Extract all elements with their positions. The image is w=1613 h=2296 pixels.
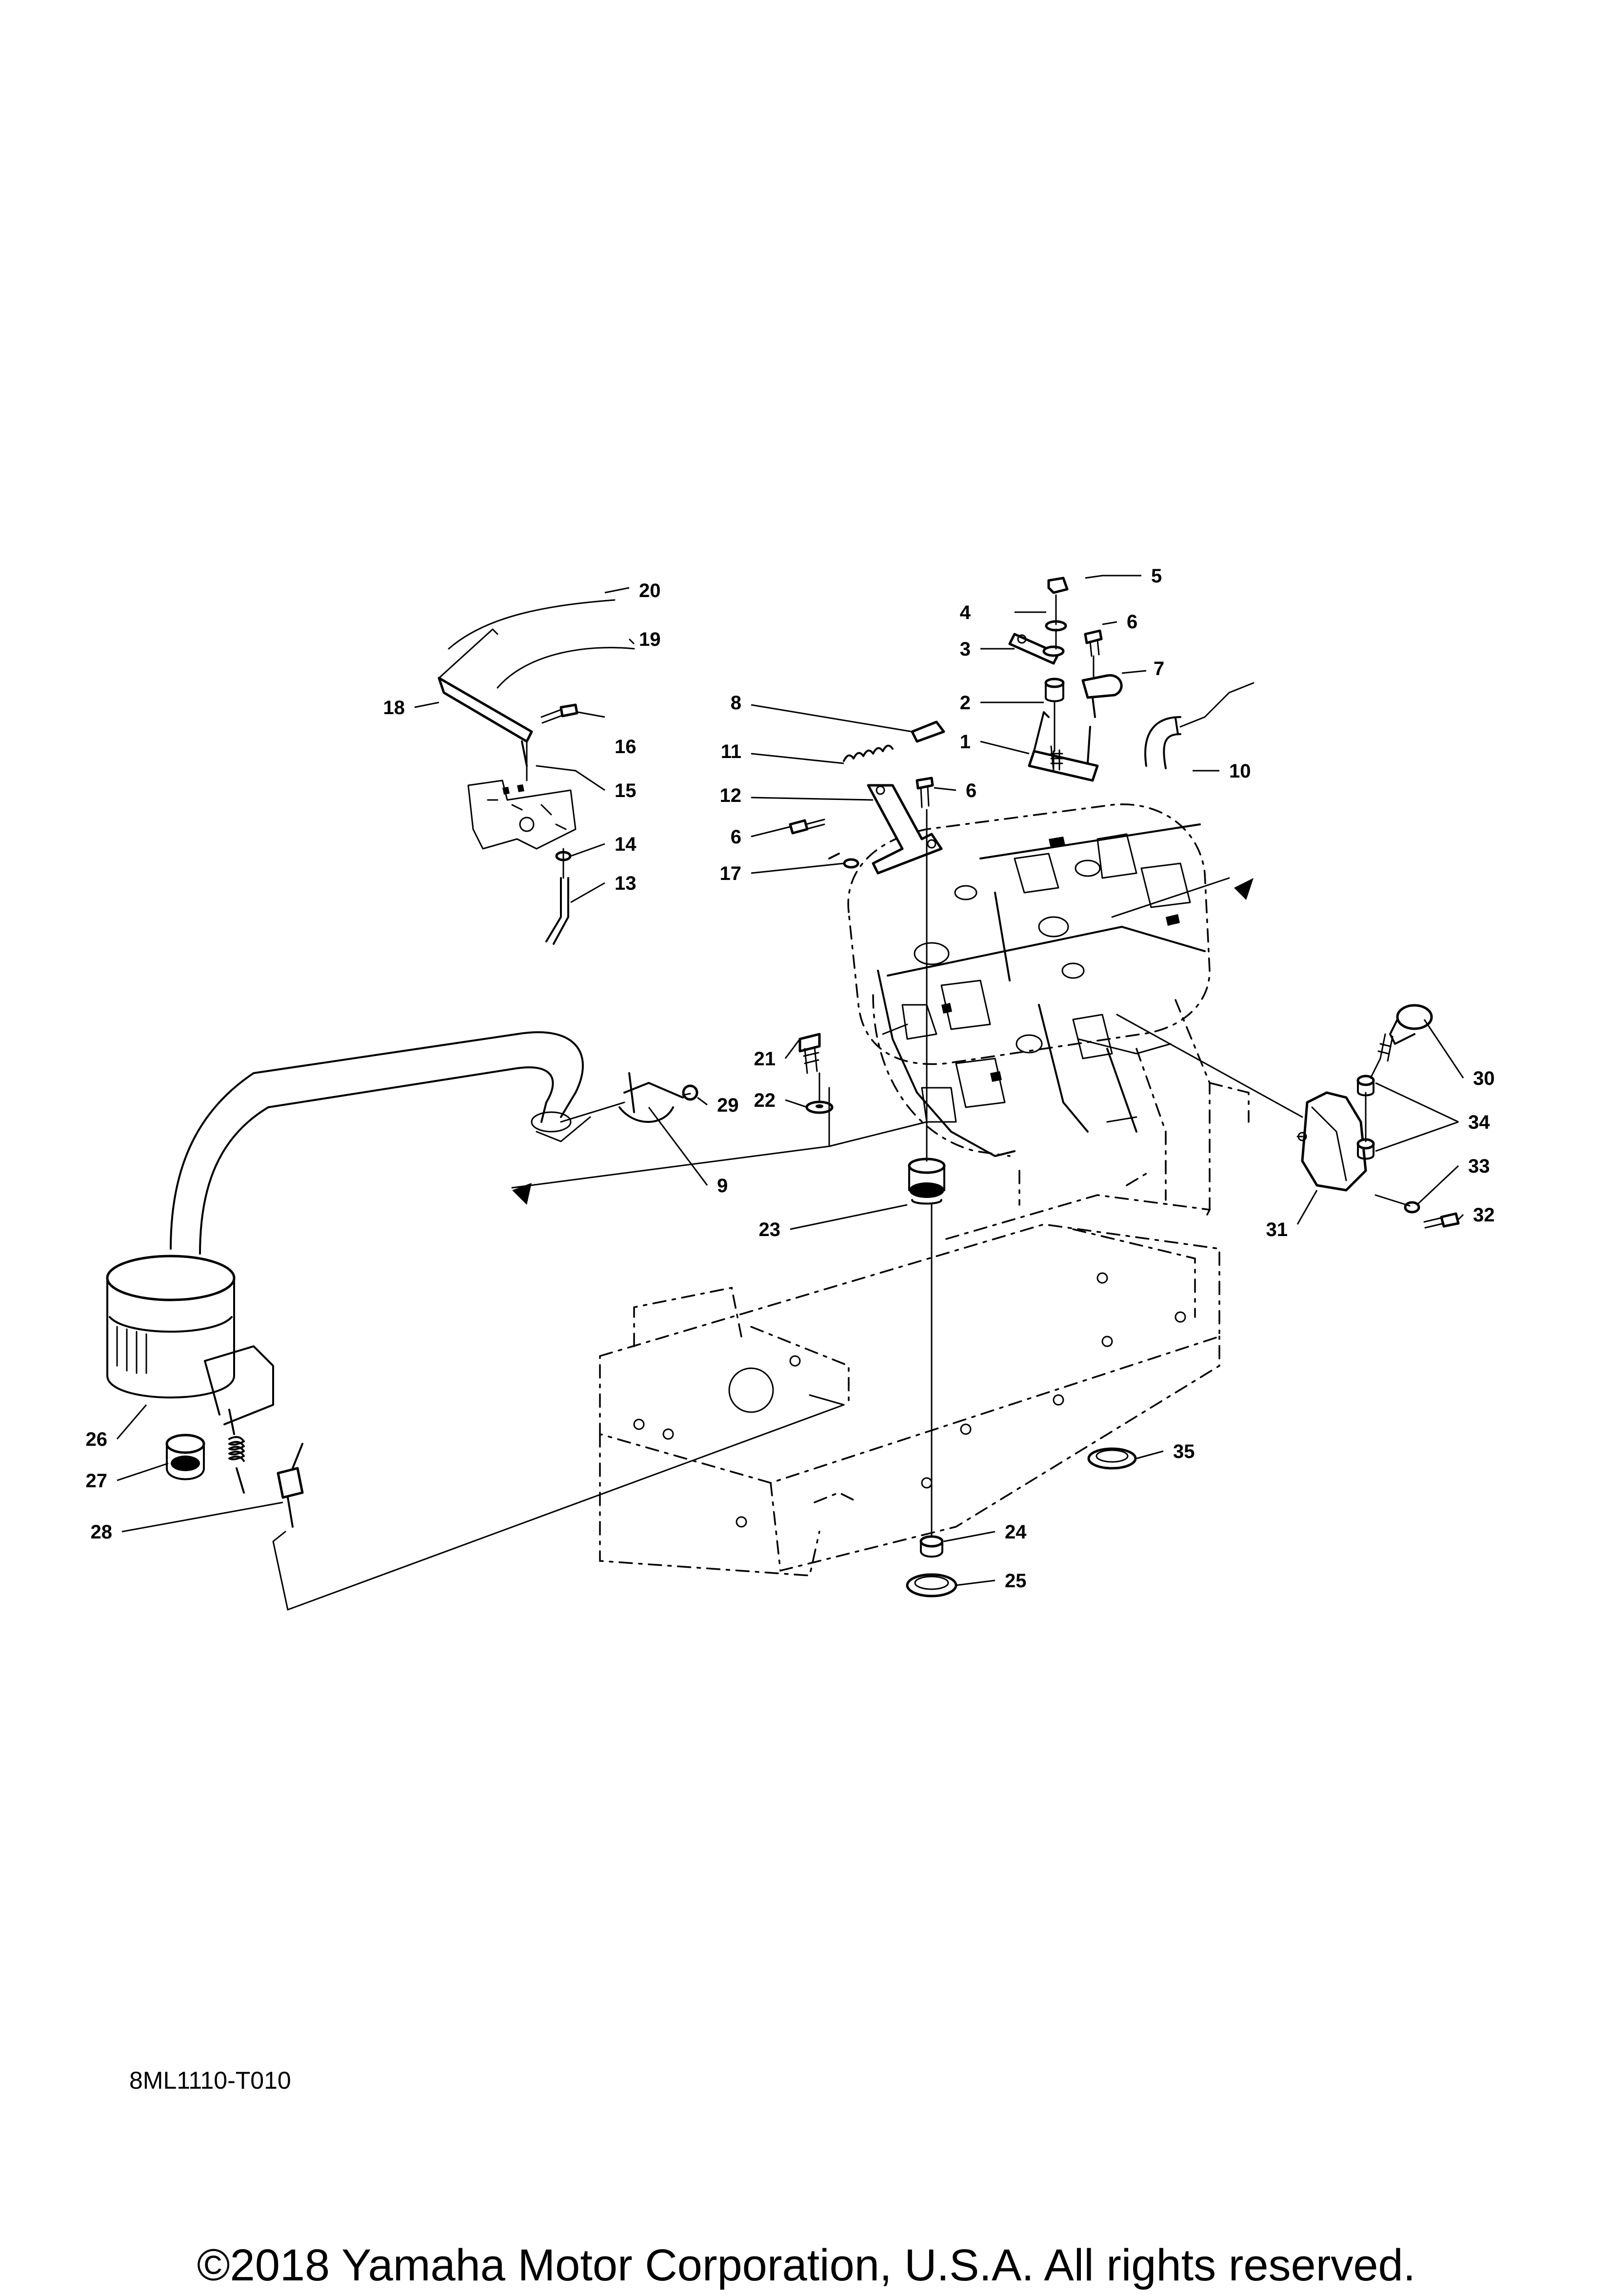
- bolt-6-mid: [916, 777, 934, 808]
- bracket-31: [1297, 1091, 1367, 1192]
- callout-10: 10: [1229, 760, 1251, 782]
- rod-15: [521, 740, 577, 772]
- muffler-mount-rubber: [165, 1434, 205, 1480]
- callout-5: 5: [1151, 565, 1162, 587]
- exhaust-gasket-clamp: [618, 1072, 698, 1123]
- knob-30: [1377, 1004, 1433, 1062]
- washer-33: [1404, 1201, 1420, 1214]
- bracket-12: [867, 784, 943, 875]
- callout-15: 15: [615, 780, 637, 801]
- bolt-16: [540, 703, 578, 724]
- spring-bracket: [277, 1443, 304, 1528]
- exhaust-spring: [228, 1409, 245, 1494]
- cable-19: [497, 647, 635, 689]
- link-rod-13: [545, 877, 569, 945]
- diagram-code: 8ML1110-T010: [129, 2067, 291, 2094]
- callout-30: 30: [1473, 1068, 1495, 1089]
- bracket-1: [1028, 711, 1099, 782]
- mount-bolt-21: [798, 1033, 821, 1074]
- callout-26: 26: [86, 1429, 108, 1450]
- cable-end-8: [911, 720, 945, 743]
- callout-21: 21: [754, 1048, 776, 1070]
- washer-17: [828, 853, 859, 869]
- callout-33: 33: [1468, 1156, 1490, 1177]
- callout-7: 7: [1154, 658, 1164, 679]
- callout-25: 25: [1005, 1570, 1027, 1592]
- spring-11: [843, 744, 894, 762]
- callout-6-mid: 6: [966, 780, 976, 801]
- callout-28: 28: [91, 1521, 113, 1543]
- callout-24: 24: [1005, 1521, 1027, 1543]
- callout-6-left: 6: [731, 826, 741, 848]
- callout-2: 2: [960, 692, 971, 714]
- nut-5: [1047, 577, 1069, 594]
- exhaust-pipe: [170, 1031, 591, 1255]
- breather-hose: [1144, 716, 1181, 769]
- callout-8: 8: [731, 692, 741, 714]
- collar-2: [1044, 678, 1065, 702]
- callout-19: 19: [639, 629, 661, 650]
- mount-plate-round: [906, 1573, 957, 1597]
- carburetor: [467, 779, 577, 850]
- callout-32: 32: [1473, 1204, 1495, 1226]
- frame-plug: [1087, 1447, 1137, 1470]
- callout-6-top: 6: [1127, 611, 1137, 633]
- callout-3: 3: [960, 639, 971, 660]
- clip-7: [1081, 674, 1123, 718]
- bolt-6-top: [1084, 629, 1103, 657]
- frame-chassis: [599, 999, 1250, 1577]
- callout-14: 14: [615, 834, 637, 855]
- callout-20: 20: [639, 580, 661, 601]
- engine-assembly: [847, 803, 1211, 1157]
- bolt-32: [1423, 1212, 1460, 1229]
- callout-9: 9: [717, 1175, 728, 1197]
- bolt-6-left: [789, 819, 825, 835]
- callout-12: 12: [720, 785, 742, 806]
- cable-20: [448, 599, 616, 650]
- callout-11: 11: [721, 741, 741, 762]
- callout-29: 29: [717, 1095, 739, 1116]
- callout-13: 13: [615, 873, 637, 894]
- assembly-lines: [272, 594, 1411, 1611]
- mount-collar: [919, 1535, 944, 1558]
- callout-27: 27: [86, 1470, 108, 1492]
- callout-31: 31: [1266, 1219, 1288, 1240]
- callout-22: 22: [754, 1090, 776, 1111]
- callout-4: 4: [960, 602, 971, 623]
- callout-1: 1: [960, 731, 971, 753]
- callout-16: 16: [615, 736, 637, 758]
- muffler: [106, 1255, 274, 1425]
- link-3: [1008, 633, 1065, 665]
- callout-23: 23: [759, 1219, 781, 1240]
- stud: [1050, 749, 1063, 772]
- mount-washer-22: [805, 1100, 834, 1114]
- callout-leaders: [116, 575, 1464, 1586]
- callout-labels: 1 2 3 4 5 6 7 8 9 10 11 12 13 14 15 16 1…: [86, 565, 1495, 1592]
- engine-mount-damper: [908, 1158, 946, 1205]
- callout-18: 18: [383, 697, 405, 719]
- callout-35: 35: [1173, 1441, 1195, 1462]
- callout-17: 17: [720, 863, 742, 884]
- callout-34: 34: [1468, 1112, 1490, 1133]
- copyright-notice: ©2018 Yamaha Motor Corporation, U.S.A. A…: [197, 2240, 1415, 2290]
